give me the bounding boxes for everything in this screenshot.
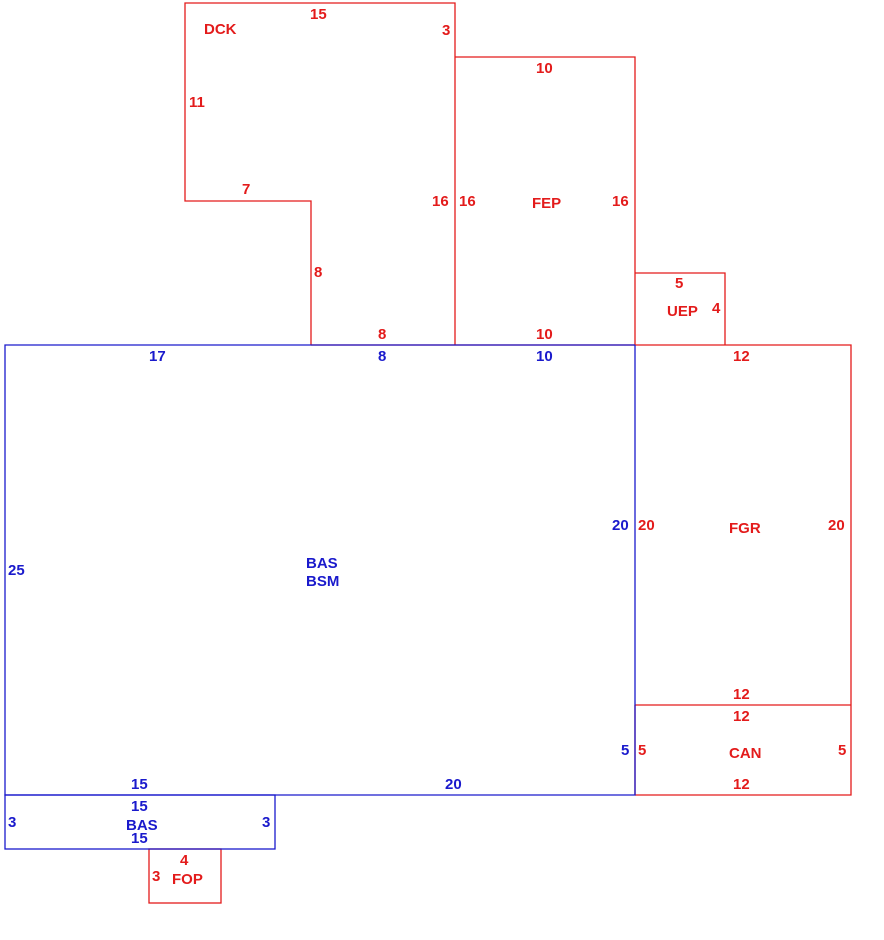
- bas-top-mid-dim: 8: [378, 348, 386, 365]
- bas-top-left-dim: 17: [149, 348, 166, 365]
- bas-main-label: BAS: [306, 555, 338, 572]
- fep-label: FEP: [532, 195, 561, 212]
- fep-outline: [455, 56, 636, 345]
- bas-bottom-left-dim: 15: [131, 776, 148, 793]
- fop-left-dim: 3: [152, 868, 160, 885]
- bas-right-small-dim: 5: [621, 742, 629, 759]
- dck-outline: [184, 2, 456, 345]
- fgr-outline: [635, 344, 852, 796]
- bas-small-right-dim: 3: [262, 814, 270, 831]
- uep-right-dim: 4: [712, 300, 721, 317]
- dck-label: DCK: [204, 21, 237, 38]
- uep-top-dim: 5: [675, 275, 683, 292]
- bas-small-left-dim: 3: [8, 814, 16, 831]
- dck-bottom-dim: 8: [378, 326, 386, 343]
- fop-top-dim: 4: [180, 852, 189, 869]
- fgr-bottom-dim: 12: [733, 686, 750, 703]
- uep-label: UEP: [667, 303, 698, 320]
- fep-top-dim: 10: [536, 60, 553, 77]
- fep-bottom-dim: 10: [536, 326, 553, 343]
- can-bottom-dim: 12: [733, 776, 750, 793]
- fop-label: FOP: [172, 871, 203, 888]
- dck-step-top-dim: 7: [242, 181, 250, 198]
- fgr-left-dim: 20: [638, 517, 655, 534]
- uep-outline: [635, 272, 726, 345]
- can-top-dim: 12: [733, 708, 750, 725]
- can-right-dim: 5: [838, 742, 846, 759]
- bas-bottom-right-dim: 20: [445, 776, 462, 793]
- bsm-label: BSM: [306, 573, 339, 590]
- bas-small-bottom-dim: 15: [131, 830, 148, 847]
- dck-right-dim: 3: [442, 22, 450, 39]
- can-label: CAN: [729, 745, 762, 762]
- fep-right-dim: 16: [612, 193, 629, 210]
- bas-small-outline: [4, 794, 276, 850]
- bas-top-right-dim: 10: [536, 348, 553, 365]
- dck-right-long-dim: 16: [432, 193, 449, 210]
- bas-small-label: BAS: [126, 817, 158, 834]
- fgr-right-dim: 20: [828, 517, 845, 534]
- fep-left-dim: 16: [459, 193, 476, 210]
- fgr-label: FGR: [729, 520, 761, 537]
- can-left-dim: 5: [638, 742, 646, 759]
- dck-top-dim: 15: [310, 6, 327, 23]
- fgr-top-dim: 12: [733, 348, 750, 365]
- bas-small-top-dim: 15: [131, 798, 148, 815]
- dck-step-right-dim: 8: [314, 264, 322, 281]
- dck-left-dim: 11: [189, 94, 205, 111]
- bas-left-dim: 25: [8, 562, 25, 579]
- bas-right-dim: 20: [612, 517, 629, 534]
